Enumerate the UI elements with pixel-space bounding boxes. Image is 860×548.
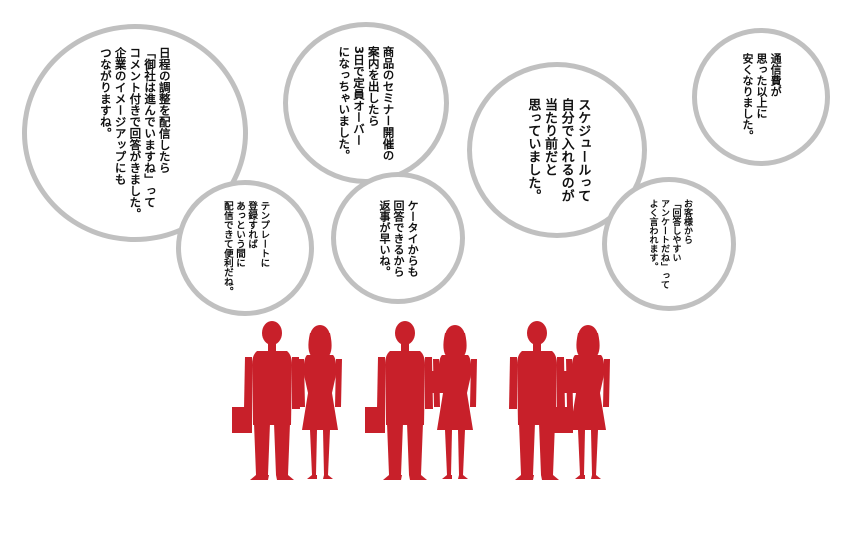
businesswoman-silhouette-3 <box>560 325 610 479</box>
bubble-text-self-schedule: スケジュールって 自分で入れるのが 当たり前だと 思っていました。 <box>525 98 591 202</box>
businesswoman-silhouette-1 <box>298 325 342 479</box>
speech-bubble-seminar: 商品のセミナー開催の 案内を出したら 3日で定員オーバー になっちゃいました。 <box>283 22 449 184</box>
speech-bubble-template: テンプレートに 登録すれば あっという間に 配信できて便利だね。 <box>176 180 314 316</box>
bubble-text-template: テンプレートに 登録すれば あっという間に 配信できて便利だね。 <box>221 200 270 296</box>
speech-bubble-survey: お客様から 「回答しやすい アンケートだね」って よく言われます。 <box>602 177 736 311</box>
bubble-text-schedule: 日程の調整を配信したら 「御社は進んでいますね」って コメント付きで回答がきまし… <box>98 46 172 220</box>
bubble-text-cost: 通信費が 思った以上に 安くなりました。 <box>740 53 783 141</box>
speech-bubble-self-schedule: スケジュールって 自分で入れるのが 当たり前だと 思っていました。 <box>467 62 647 238</box>
bubble-text-survey: お客様から 「回答しやすい アンケートだね」って よく言われます。 <box>647 199 693 289</box>
bubble-text-seminar: 商品のセミナー開催の 案内を出したら 3日で定員オーバー になっちゃいました。 <box>337 45 396 161</box>
speech-bubble-cost: 通信費が 思った以上に 安くなりました。 <box>692 28 830 166</box>
speech-bubble-large: 日程の調整を配信したら 「御社は進んでいますね」って コメント付きで回答がきまし… <box>22 24 248 242</box>
businessman-silhouette-2 <box>365 321 433 480</box>
businesswoman-silhouette-2 <box>427 325 477 479</box>
speech-bubble-mobile: ケータイからも 回答できるから 返事が早いね。 <box>331 172 465 304</box>
bubble-text-mobile: ケータイからも 回答できるから 返事が早いね。 <box>377 199 420 277</box>
businessman-silhouette-3 <box>509 321 573 480</box>
businessman-silhouette-1 <box>232 321 300 480</box>
